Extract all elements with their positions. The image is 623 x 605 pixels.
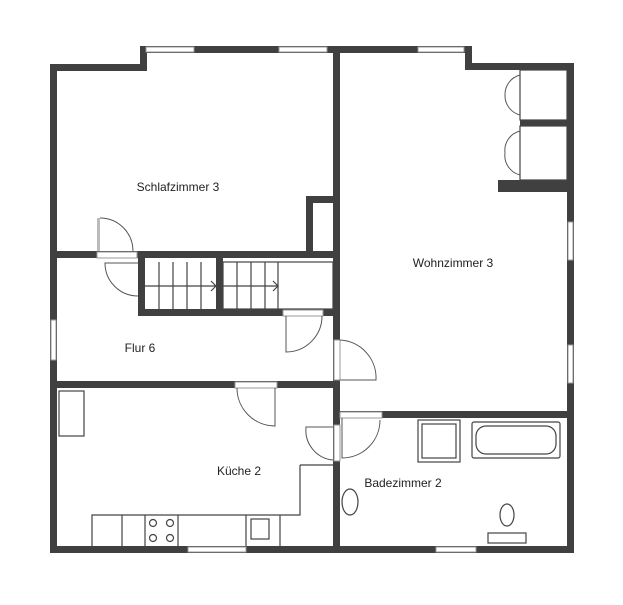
windows bbox=[50, 46, 574, 553]
walls bbox=[50, 46, 574, 553]
stairs bbox=[145, 261, 334, 310]
bathroom-fixtures bbox=[341, 419, 561, 544]
room-label-badezimmer: Badezimmer 2 bbox=[364, 476, 442, 490]
room-labels: Schlafzimmer 3 Wohnzimmer 3 Flur 6 Küche… bbox=[125, 180, 494, 490]
kitchen-fixtures bbox=[58, 390, 333, 546]
room-label-flur: Flur 6 bbox=[125, 341, 156, 355]
room-label-kueche: Küche 2 bbox=[217, 464, 261, 478]
room-label-wohnzimmer: Wohnzimmer 3 bbox=[413, 256, 494, 270]
wardrobes bbox=[504, 69, 568, 181]
doors bbox=[96, 217, 383, 462]
room-label-schlafzimmer: Schlafzimmer 3 bbox=[137, 180, 220, 194]
